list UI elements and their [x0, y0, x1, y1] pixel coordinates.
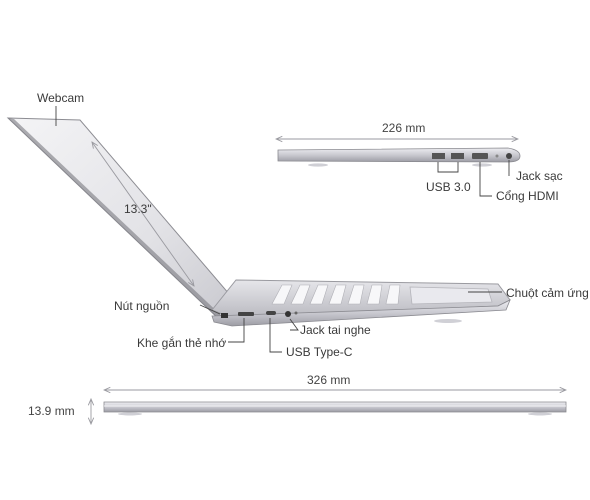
closed-front-view: [91, 390, 566, 424]
depth-label: 226 mm: [382, 121, 426, 135]
width-label: 326 mm: [307, 373, 351, 387]
closed-side-view: [276, 139, 521, 167]
screen-size-label: 13.3": [124, 202, 152, 216]
card-slot-port: [238, 312, 254, 316]
power-button-label: Nút nguồn: [114, 299, 170, 313]
hdmi-leader: [479, 162, 492, 197]
webcam-label: Webcam: [37, 91, 85, 105]
power-button-slot: [221, 313, 228, 318]
charger-port: [506, 153, 512, 159]
hdmi-label: Cổng HDMI: [496, 189, 559, 203]
leader-lines: [55, 106, 510, 353]
hdmi-port: [472, 153, 488, 159]
touchpad-label: Chuột cảm ứng: [506, 286, 589, 300]
thickness-label: 13.9 mm: [28, 404, 75, 418]
card-slot-label: Khe gắn thẻ nhớ: [137, 336, 227, 350]
usb-c-leader: [269, 318, 282, 353]
audio-jack-label: Jack tai nghe: [300, 323, 371, 337]
usb3-port-1: [432, 153, 445, 159]
touchpad: [409, 286, 493, 305]
charger-label: Jack sạc: [516, 169, 563, 183]
usb3-label: USB 3.0: [426, 180, 471, 194]
usb3-leader: [437, 162, 459, 173]
screen-diagonal-line: [92, 142, 194, 286]
usb-c-label: USB Type-C: [286, 345, 353, 359]
power-leader: [199, 304, 221, 315]
usb-c-port: [266, 311, 276, 315]
usb3-port-2: [451, 153, 464, 159]
audio-leader: [289, 318, 299, 331]
audio-jack-port: [285, 311, 291, 317]
keyboard: [271, 284, 401, 305]
card-slot-leader: [228, 318, 245, 343]
